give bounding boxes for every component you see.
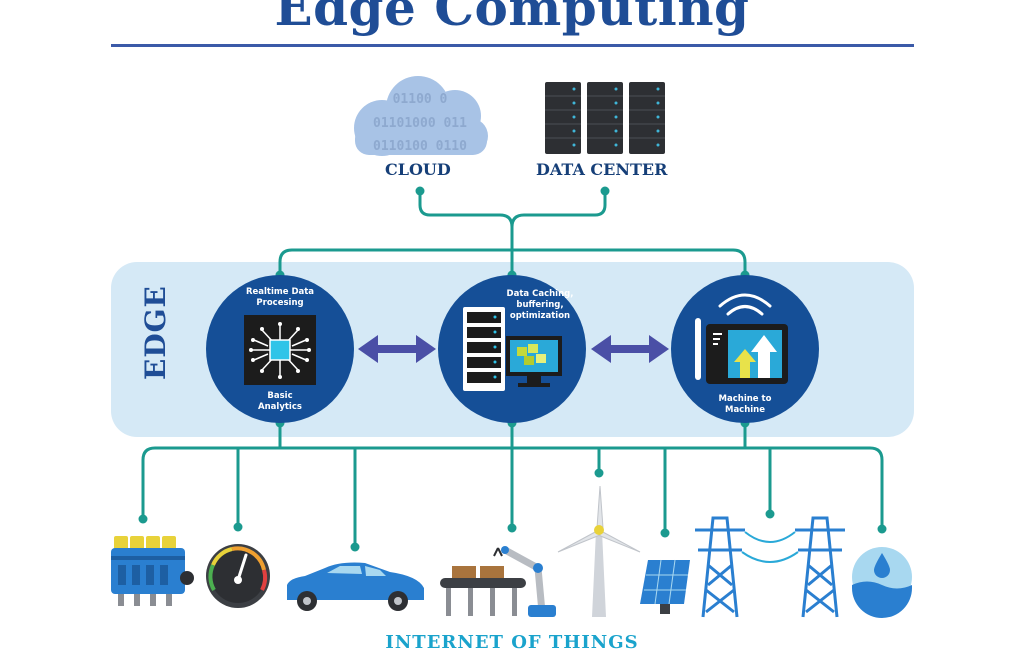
page-title: Edge Computing (274, 0, 750, 37)
realtime-top-label: Realtime Data Procesing (245, 287, 315, 308)
double-arrow-icon (358, 335, 436, 363)
double-arrow-icon (591, 335, 669, 363)
caching-label: Data Caching, buffering, optimization (506, 289, 574, 321)
realtime-bottom-label: Basic Analytics (258, 391, 302, 412)
cloud-binary-1: 01100 0 (393, 92, 448, 107)
cloud-binary-3: 0110100 0110 (373, 139, 467, 154)
iot-label: INTERNET OF THINGS (385, 632, 639, 653)
m2m-label: Machine to Machine (718, 394, 772, 415)
cloud-binary-2: 01101000 011 (373, 116, 467, 131)
cloud-label: CLOUD (385, 160, 451, 179)
title-underline (111, 44, 914, 47)
data-center-label: DATA CENTER (536, 160, 668, 179)
